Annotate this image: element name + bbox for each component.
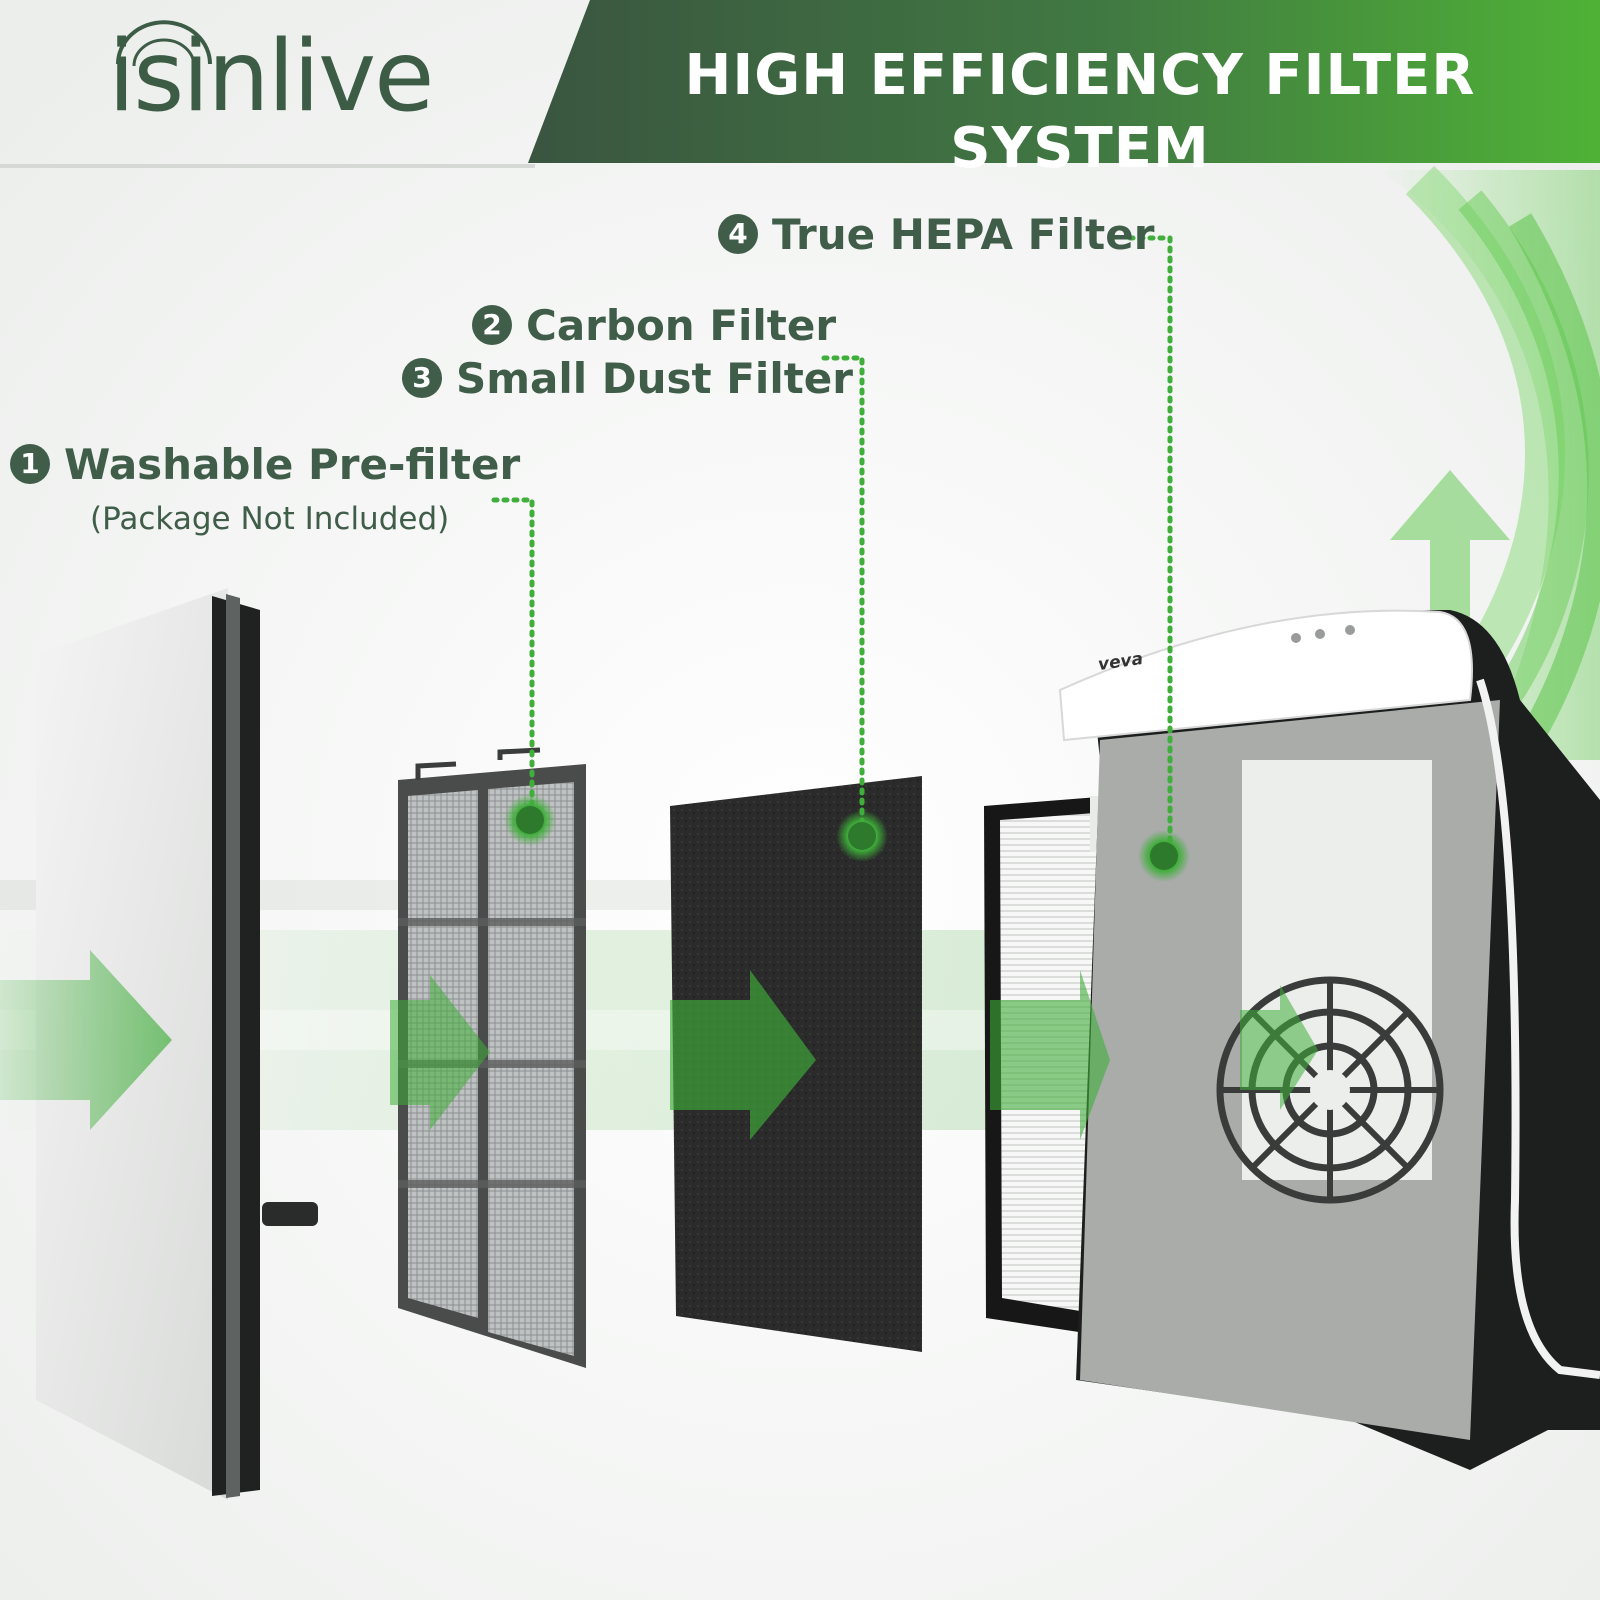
filter-4-number: 4 [718,213,758,254]
airflow-arrows [0,950,1318,1140]
page-title: HIGH EFFICIENCY FILTER SYSTEM [684,43,1476,181]
filter-3-number: 3 [402,357,442,398]
air-purifier-image [1058,609,1600,1470]
filter-3-name: Small Dust Filter [456,354,853,403]
filter-1-note: (Package Not Included) [90,501,450,537]
callout-dots [504,794,1190,882]
leader-hepa [1127,235,1173,855]
leader-washable [491,497,535,819]
filter-1-label: 1 Washable Pre-filter [10,443,520,488]
logo-arc-icon [116,20,212,65]
filter-2-label: 2 Carbon Filter [472,304,836,349]
carbon-filter-image [398,747,586,1368]
filter-3-label: 3 Small Dust Filter [402,357,853,402]
filter-1-number: 1 [10,443,50,484]
filter-2-name: Carbon Filter [526,301,837,350]
filter-4-label: 4 True HEPA Filter [718,213,1154,258]
brand-logo: isinlive [108,20,434,134]
leader-carbon [821,355,865,839]
filter-2-number: 2 [472,304,512,345]
filter-4-name: True HEPA Filter [772,210,1155,259]
callout-leaders [491,235,1173,855]
title-banner [528,0,1600,163]
filter-1-name: Washable Pre-filter [64,440,521,489]
